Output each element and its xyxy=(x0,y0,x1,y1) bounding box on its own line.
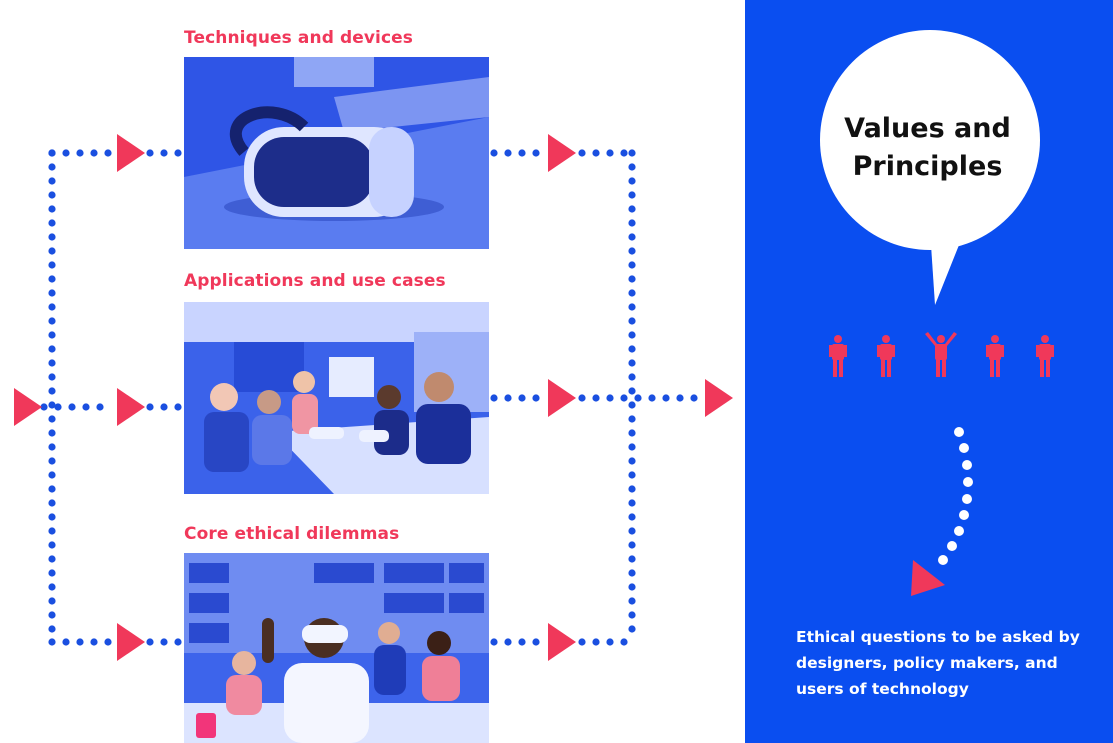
values-principles-title: Values and Principles xyxy=(844,113,1011,182)
exit-arrow-icon xyxy=(705,379,733,417)
down-arrow-icon xyxy=(911,560,945,596)
flow-diagram xyxy=(14,134,733,661)
flow-arrows xyxy=(14,134,733,661)
ethical-questions-text: Ethical questions to be asked by designe… xyxy=(796,628,1080,698)
person-raised-arms-icon xyxy=(925,332,957,377)
vr-headset-photo xyxy=(184,57,489,249)
person-icon xyxy=(877,335,895,377)
arrow-to-dilemmas-icon xyxy=(117,623,145,661)
library-vr-photo xyxy=(184,553,489,743)
label-dilemmas: Core ethical dilemmas xyxy=(184,524,400,544)
people-group xyxy=(829,332,1054,377)
speech-bubble xyxy=(820,30,1040,305)
arrow-to-techniques-icon xyxy=(117,134,145,172)
dotted-connectors xyxy=(40,149,698,646)
entry-arrow-icon xyxy=(14,388,42,426)
panel-graphics xyxy=(820,30,1054,596)
group-meeting-photo xyxy=(184,302,489,494)
person-icon xyxy=(986,335,1004,377)
arrow-from-techniques-icon xyxy=(548,134,576,172)
person-icon xyxy=(829,335,847,377)
arrow-to-applications-icon xyxy=(117,388,145,426)
label-techniques: Techniques and devices xyxy=(184,28,414,48)
person-icon xyxy=(1036,335,1054,377)
arrow-from-applications-icon xyxy=(548,379,576,417)
curved-dotted-path xyxy=(938,427,973,565)
label-applications: Applications and use cases xyxy=(184,271,446,291)
arrow-from-dilemmas-icon xyxy=(548,623,576,661)
